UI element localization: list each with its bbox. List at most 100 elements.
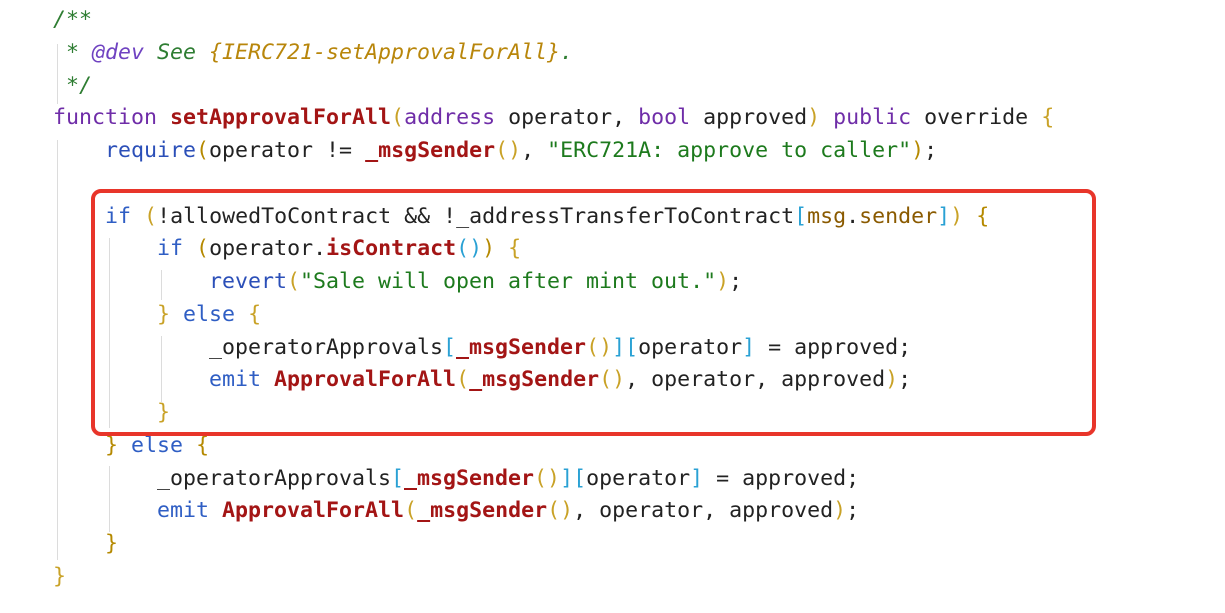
code-token: ;	[729, 269, 743, 294]
code-token: revert	[209, 269, 288, 294]
indent-guide-inner-if	[161, 270, 162, 300]
code-token	[183, 433, 196, 458]
code-token: = approved;	[755, 334, 912, 360]
code-line: if (!allowedToContract && !_addressTrans…	[53, 201, 1054, 234]
code-token: (	[456, 367, 470, 393]
code-line: */	[53, 70, 1054, 103]
code-token: , operator, approved	[625, 367, 886, 393]
code-token	[235, 302, 248, 327]
code-token	[170, 302, 183, 327]
code-token: (	[196, 236, 210, 262]
code-token: ()	[495, 138, 522, 163]
indent-guide-if-body	[109, 238, 110, 428]
code-token: .	[846, 203, 860, 229]
code-token: operator.	[209, 236, 327, 262]
code-token	[261, 367, 274, 392]
code-token	[53, 269, 209, 294]
code-token: )	[911, 138, 925, 163]
code-token: emit	[157, 498, 210, 524]
code-token: setApprovalForAll	[170, 105, 392, 131]
code-token: ()	[586, 334, 613, 360]
code-token: ,	[521, 138, 548, 163]
code-token: See	[144, 39, 210, 65]
code-token: */	[53, 72, 93, 98]
code-token: {	[196, 432, 210, 458]
code-token: {IERC721-setApprovalForAll}	[209, 39, 561, 65]
code-token: operator,	[495, 105, 639, 131]
code-token: ]	[612, 334, 626, 360]
code-line: _operatorApprovals[_msgSender()][operato…	[53, 332, 1054, 365]
code-token: if	[105, 203, 132, 229]
code-token: _msgSender	[365, 138, 496, 163]
code-token: _msgSender	[469, 367, 600, 393]
code-token: sender	[859, 203, 938, 229]
code-line: require(operator != _msgSender(), "ERC72…	[53, 135, 1054, 168]
code-token: emit	[209, 367, 262, 393]
code-token: )	[807, 105, 821, 131]
code-token: operator !=	[209, 138, 366, 163]
code-token: (	[144, 203, 158, 229]
code-token: }	[105, 432, 119, 458]
code-line: * @dev See {IERC721-setApprovalForAll}.	[53, 37, 1054, 70]
code-token: approved	[690, 105, 808, 131]
code-token: _msgSender	[456, 334, 587, 360]
code-line: }	[53, 561, 1054, 594]
code-line: } else {	[53, 430, 1054, 463]
code-line: } else {	[53, 299, 1054, 332]
code-token: }	[157, 400, 171, 425]
code-token: ;	[898, 367, 912, 393]
code-token: _operatorApprovals	[53, 334, 444, 360]
code-token: ()	[599, 367, 626, 393]
code-token	[131, 204, 144, 229]
code-token: [	[573, 465, 587, 491]
code-token	[820, 105, 833, 130]
indent-guide-inner-else	[161, 336, 162, 402]
code-line: if (operator.isContract()) {	[53, 233, 1054, 266]
code-token: [	[391, 465, 405, 491]
code-token: operator	[638, 334, 743, 360]
code-token: [	[625, 334, 639, 360]
code-token: _operatorApprovals	[53, 465, 392, 491]
indent-guide-comment	[57, 44, 58, 104]
code-token: ApprovalForAll	[222, 498, 405, 524]
code-token: {	[248, 301, 262, 327]
code-line: emit ApprovalForAll(_msgSender(), operat…	[53, 364, 1054, 397]
code-token: override	[911, 105, 1042, 131]
code-token: {	[976, 203, 990, 229]
code-token: /**	[53, 7, 93, 32]
code-token: ]	[690, 465, 704, 491]
code-token: ApprovalForAll	[274, 367, 457, 393]
code-token: )	[885, 367, 899, 393]
code-token: ()	[534, 465, 561, 491]
code-token: (	[391, 105, 405, 131]
code-token: )	[482, 236, 496, 262]
code-token: {	[1041, 105, 1055, 131]
code-token: (	[196, 138, 210, 163]
code-token: }	[105, 531, 119, 556]
code-token: "Sale will open after mint out."	[300, 269, 717, 294]
code-token: ]	[937, 203, 951, 229]
code-token: ()	[547, 498, 574, 524]
code-token	[495, 236, 508, 261]
code-token: .	[560, 39, 574, 65]
code-token	[53, 400, 157, 425]
code-token: if	[157, 236, 184, 262]
code-token: = approved;	[703, 465, 860, 491]
code-token	[53, 367, 209, 392]
code-token: )	[950, 203, 964, 229]
code-token: bool	[638, 105, 691, 131]
code-token: ]	[742, 334, 756, 360]
indent-guide-function-body	[57, 140, 58, 560]
code-token: "ERC721A: approve to caller"	[547, 138, 912, 163]
code-token: }	[157, 301, 171, 327]
code-token: [	[794, 203, 808, 229]
code-token: @dev	[92, 39, 145, 65]
code-token	[183, 236, 196, 261]
code-token: ()	[456, 236, 483, 262]
code-token: *	[53, 39, 93, 65]
code-token: operator	[586, 465, 691, 491]
code-token: address	[404, 105, 496, 131]
code-token: (	[404, 498, 418, 524]
code-token: )	[833, 498, 847, 524]
code-token: {	[508, 236, 522, 262]
